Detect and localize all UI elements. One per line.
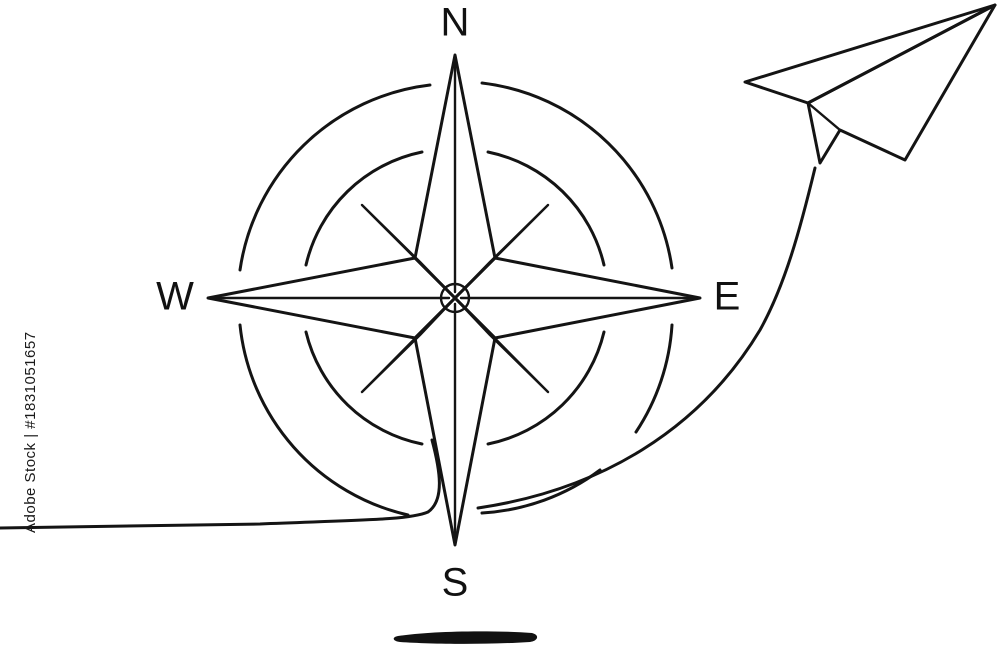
compass-rose-icon bbox=[206, 53, 702, 547]
compass-outer-ring bbox=[238, 81, 674, 517]
ink-smudge bbox=[393, 631, 538, 644]
stock-id-watermark: Adobe Stock | #1831051657 bbox=[22, 331, 39, 533]
west-label: W bbox=[156, 275, 194, 319]
paper-plane-icon bbox=[743, 3, 997, 165]
south-label: S bbox=[442, 561, 469, 605]
flight-path-line bbox=[0, 166, 817, 530]
north-label: N bbox=[441, 1, 470, 45]
compass-inner-ring bbox=[304, 150, 606, 446]
east-label: E bbox=[714, 275, 741, 319]
